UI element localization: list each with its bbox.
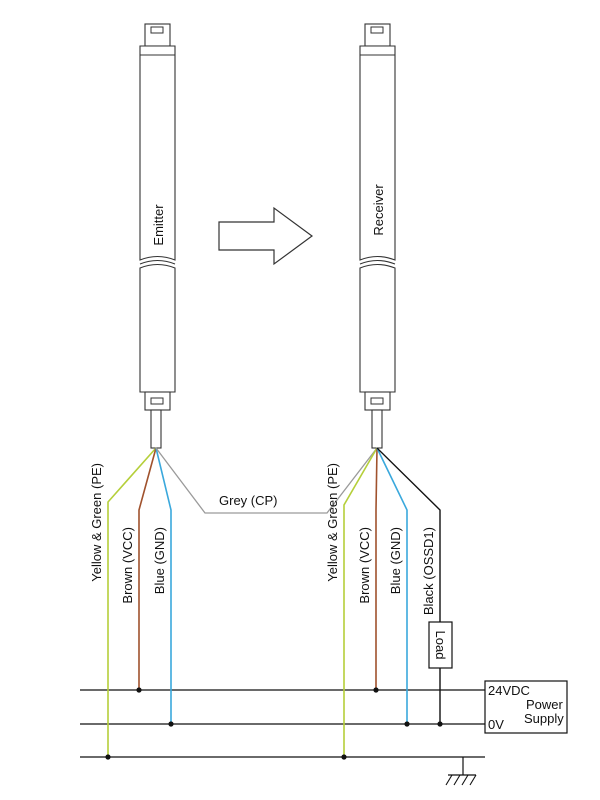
receiver-wires: [343, 447, 441, 757]
load-box: Load: [428, 621, 453, 669]
power-supply-name-2: Supply: [524, 711, 564, 726]
emitter-wire-gnd: [155, 447, 172, 724]
receiver-label-ossd: Black (OSSD1): [421, 527, 436, 615]
receiver-label-vcc: Brown (VCC): [357, 527, 372, 604]
emitter-label-vcc: Brown (VCC): [120, 527, 135, 604]
emitter-label-gnd: Blue (GND): [152, 527, 167, 594]
emitter-unit: Emitter: [139, 23, 176, 449]
arrow-right-icon: [218, 206, 314, 266]
junction-dots: [105, 687, 443, 760]
power-supply-box: 24VDC 0V Power Supply: [484, 680, 568, 734]
link-label-cp: Grey (CP): [219, 493, 278, 508]
receiver-wire-pe: [343, 447, 378, 757]
emitter-wire-vcc: [138, 447, 157, 690]
emitter-label: Emitter: [151, 204, 166, 246]
ground-symbol-icon: [445, 757, 477, 786]
emitter-wire-pe: [107, 447, 157, 757]
receiver-wire-vcc: [375, 447, 378, 690]
receiver-wire-gnd: [376, 447, 408, 724]
receiver-unit: Receiver: [359, 23, 396, 449]
bus-lines: [80, 689, 485, 758]
receiver-label: Receiver: [371, 184, 386, 236]
receiver-label-pe: Yellow & Green (PE): [325, 463, 340, 582]
power-supply-negative: 0V: [488, 717, 504, 732]
power-supply-name-1: Power: [526, 697, 564, 712]
emitter-wires: [107, 447, 172, 757]
receiver-label-gnd: Blue (GND): [388, 527, 403, 594]
emitter-label-pe: Yellow & Green (PE): [89, 463, 104, 582]
link-wire-cp: [155, 447, 378, 514]
power-supply-positive: 24VDC: [488, 683, 530, 698]
load-label: Load: [433, 631, 448, 660]
receiver-wire-ossd: [376, 447, 441, 622]
